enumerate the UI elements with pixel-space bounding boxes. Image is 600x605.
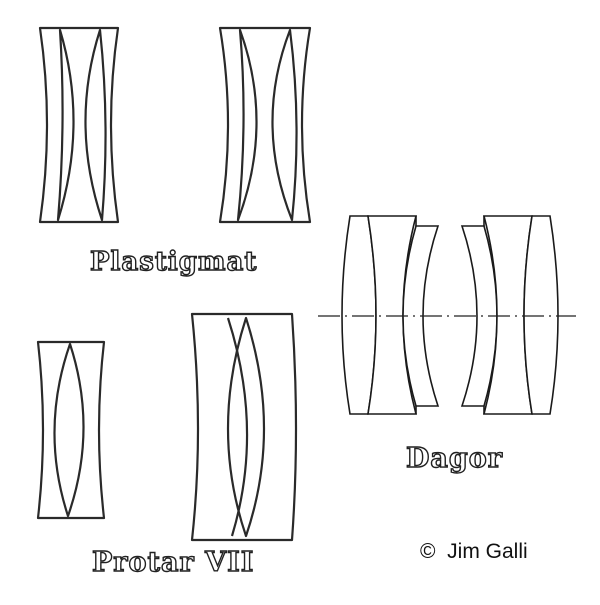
protar-left-group [36, 340, 106, 520]
protar-right-group [190, 312, 298, 542]
dagor-label: Dagor [405, 442, 504, 474]
dagor-left-outer-element [341, 215, 377, 415]
dagor-right-outer-element [523, 215, 559, 415]
plastigmat-right-group [218, 26, 312, 224]
plastigmat-left-inner-lens-2 [84, 28, 107, 222]
credit-author: Jim Galli [447, 540, 528, 563]
protar-right-inner-lens [226, 316, 266, 538]
plastigmat-label: Plastigmat [89, 246, 258, 277]
protar-left-inner-lens [53, 342, 85, 518]
plastigmat-right-outline [218, 26, 312, 224]
plastigmat-right-inner-lens [236, 28, 258, 222]
plastigmat-left-group [38, 26, 120, 224]
plastigmat-left-inner-lens [56, 28, 75, 222]
plastigmat-left-outline [38, 26, 120, 224]
copyright-credit: © Jim Galli [420, 540, 528, 564]
protar-label: Protar VII [91, 546, 255, 578]
plastigmat-right-inner-lens-2 [271, 28, 298, 222]
protar-right-inner-lens-2 [226, 317, 249, 537]
protar-right-outline [190, 312, 298, 542]
copyright-icon: © [420, 540, 436, 563]
protar-left-outline [36, 340, 106, 520]
dagor-group [318, 215, 576, 415]
